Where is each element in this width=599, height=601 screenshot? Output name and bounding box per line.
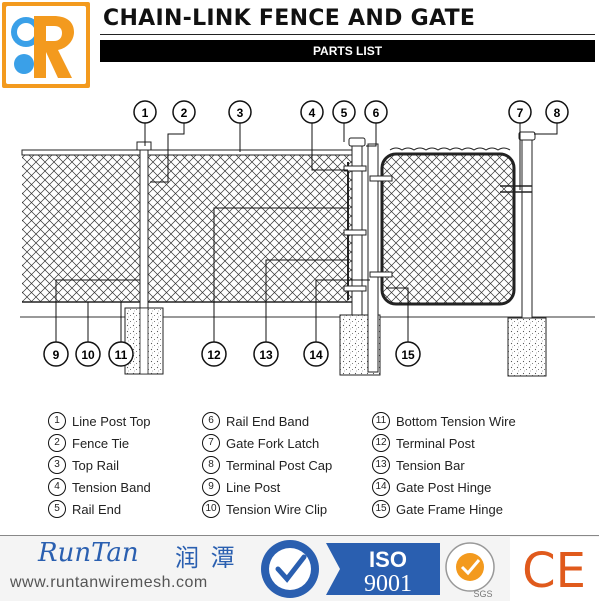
legend-number: 2 [48, 434, 66, 452]
legend-number: 8 [202, 456, 220, 474]
callout-3-label: 3 [237, 106, 244, 120]
callout-9-label: 9 [53, 348, 60, 362]
legend-label: Rail End Band [226, 413, 310, 429]
legend-item: 6 Rail End Band [202, 412, 309, 430]
callout-12: 12 [201, 341, 227, 367]
legend-number: 12 [372, 434, 390, 452]
callout-14-label: 14 [309, 348, 323, 362]
callout-7-label: 7 [517, 106, 524, 120]
callout-4-label: 4 [309, 106, 316, 120]
callout-6: 6 [364, 100, 388, 124]
callout-11-label: 11 [115, 348, 128, 362]
iso-number: 9001 [364, 571, 412, 597]
iso-badge: ISO 9001 [326, 543, 440, 597]
legend-label: Terminal Post Cap [226, 457, 333, 473]
ce-mark-icon: CE [510, 537, 599, 601]
website-link[interactable]: www.runtanwiremesh.com [10, 574, 208, 591]
brand-name: RunTan [38, 538, 139, 568]
legend-label: Gate Frame Hinge [396, 501, 503, 517]
callout-8-label: 8 [554, 106, 561, 120]
callout-15-label: 15 [401, 348, 415, 362]
iso-label: ISO [369, 547, 407, 572]
legend-label: Top Rail [72, 457, 119, 473]
fence-diagram [20, 131, 595, 377]
callout-2: 2 [172, 100, 196, 124]
legend-label: Bottom Tension Wire [396, 413, 516, 429]
footer-divider [0, 535, 599, 536]
page-title: CHAIN-LINK FENCE AND GATE [103, 6, 476, 31]
callout-8: 8 [545, 100, 569, 124]
legend-item: 3 Top Rail [48, 456, 119, 474]
gate-post [367, 143, 379, 373]
parts-list-bar: PARTS LIST [100, 40, 595, 62]
legend-label: Terminal Post [396, 435, 475, 451]
callout-layer: 1 2 3 4 5 6 7 8 9 10 11 12 13 14 15 [43, 100, 569, 367]
legend-item: 8 Terminal Post Cap [202, 456, 332, 474]
legend-label: Tension Band [72, 479, 151, 495]
legend-item: 12 Terminal Post [372, 434, 475, 452]
callout-13: 13 [253, 341, 279, 367]
callout-7: 7 [508, 100, 532, 124]
legend-label: Tension Bar [396, 457, 465, 473]
sgs-seal-icon: SGS [445, 542, 495, 599]
legend-number: 14 [372, 478, 390, 496]
fence-mesh [22, 152, 352, 302]
legend-number: 5 [48, 500, 66, 518]
sgs-label: SGS [473, 589, 492, 599]
brand-name-chinese: 润 潭 [175, 544, 237, 572]
legend-label: Rail End [72, 501, 122, 517]
legend-item: 4 Tension Band [48, 478, 151, 496]
legend-item: 2 Fence Tie [48, 434, 129, 452]
legend-item: 1 Line Post Top [48, 412, 151, 430]
ce-label: CE [522, 543, 586, 599]
legend-label: Gate Post Hinge [396, 479, 492, 495]
callout-1: 1 [133, 100, 157, 124]
legend-item: 13 Tension Bar [372, 456, 465, 474]
callout-1-label: 1 [142, 106, 149, 120]
callout-15: 15 [395, 341, 421, 367]
legend-item: 10 Tension Wire Clip [202, 500, 327, 518]
legend-item: 9 Line Post [202, 478, 280, 496]
callout-14: 14 [303, 341, 329, 367]
legend-number: 7 [202, 434, 220, 452]
legend-number: 13 [372, 456, 390, 474]
legend-label: Gate Fork Latch [226, 435, 320, 451]
callout-4: 4 [300, 100, 324, 124]
legend-label: Line Post [226, 479, 281, 495]
callout-9: 9 [43, 341, 69, 367]
legend-number: 15 [372, 500, 390, 518]
legend-item: 5 Rail End [48, 500, 121, 518]
legend-number: 9 [202, 478, 220, 496]
legend-number: 6 [202, 412, 220, 430]
legend-number: 11 [372, 412, 390, 430]
legend-number: 10 [202, 500, 220, 518]
callout-3: 3 [228, 100, 252, 124]
callout-12-label: 12 [207, 348, 221, 362]
legend-number: 1 [48, 412, 66, 430]
gate-frame [380, 152, 516, 306]
legend-item: 7 Gate Fork Latch [202, 434, 319, 452]
legend-number: 4 [48, 478, 66, 496]
legend-item: 14 Gate Post Hinge [372, 478, 491, 496]
callout-10: 10 [75, 341, 101, 367]
accreditation-seal-icon [261, 540, 319, 598]
legend-label: Line Post Top [72, 413, 151, 429]
certification-badges: ISO 9001 SGS CE [261, 537, 599, 601]
callout-5: 5 [332, 100, 356, 124]
right-post-footing [507, 317, 547, 377]
legend-number: 3 [48, 456, 66, 474]
legend-item: 15 Gate Frame Hinge [372, 500, 503, 518]
callout-11: 11 [108, 341, 134, 367]
callout-10-label: 10 [81, 348, 95, 362]
callout-6-label: 6 [373, 106, 380, 120]
legend-label: Tension Wire Clip [226, 501, 328, 517]
callout-5-label: 5 [341, 106, 348, 120]
legend-label: Fence Tie [72, 435, 130, 451]
runtan-logo [2, 2, 90, 88]
callout-13-label: 13 [259, 348, 273, 362]
title-divider [100, 34, 595, 35]
legend-item: 11 Bottom Tension Wire [372, 412, 516, 430]
callout-2-label: 2 [181, 106, 188, 120]
